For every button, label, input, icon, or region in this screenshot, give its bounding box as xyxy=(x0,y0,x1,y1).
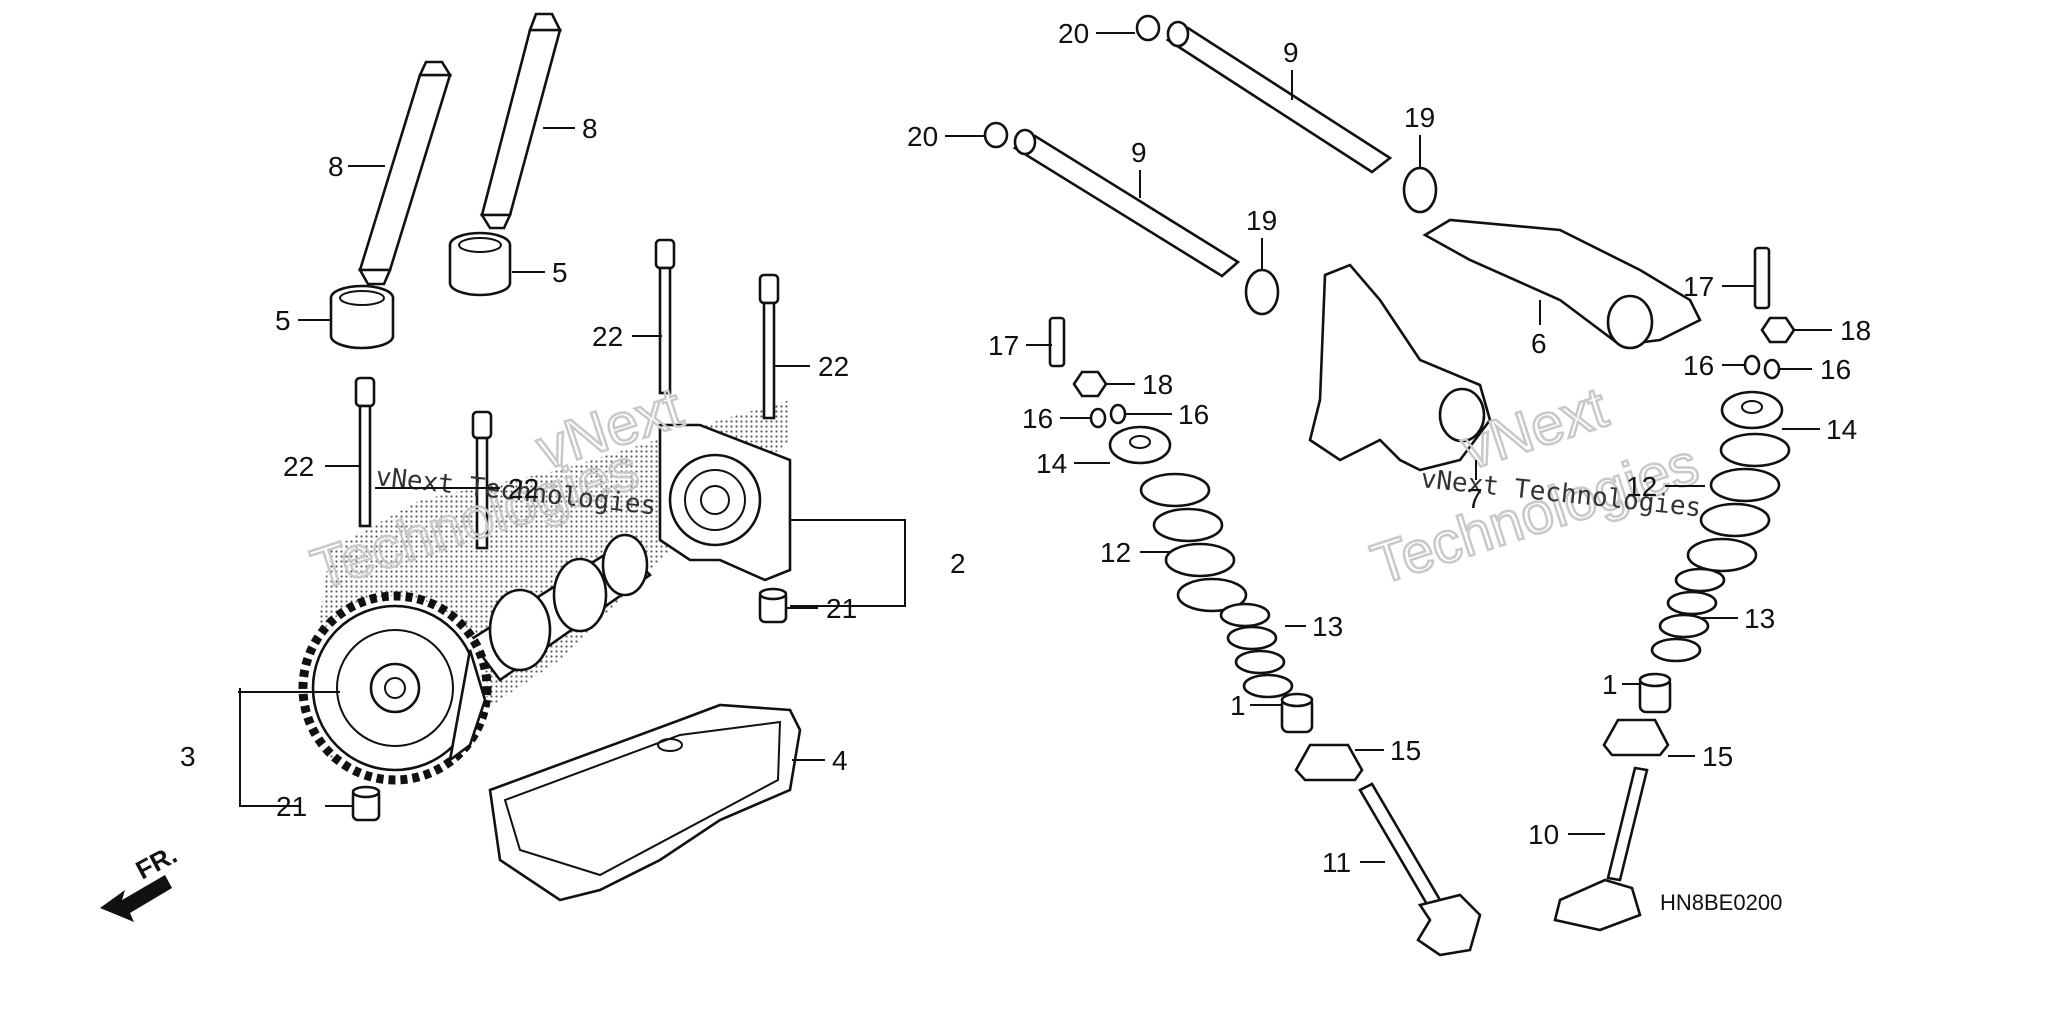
front-direction-label: FR. xyxy=(131,839,182,885)
bolt-b xyxy=(758,273,780,420)
callout-14-left: 14 xyxy=(1036,448,1067,479)
o-ring-lower xyxy=(1244,268,1280,316)
callout-16-left-b: 16 xyxy=(1178,399,1209,430)
callout-18-right: 18 xyxy=(1840,315,1871,346)
bolt-a xyxy=(654,238,676,395)
callout-1-left: 1 xyxy=(1230,690,1246,721)
callout-6: 6 xyxy=(1531,328,1547,359)
inner-spring-right xyxy=(1650,567,1726,663)
callout-20-upper: 20 xyxy=(1058,18,1089,49)
callout-9-lower: 9 xyxy=(1131,137,1147,168)
diagram-code: HN8BE0200 xyxy=(1660,890,1782,915)
rocker-arm-intake xyxy=(1308,263,1492,472)
callout-13-right: 13 xyxy=(1744,603,1775,634)
callout-22-d: 22 xyxy=(508,473,539,504)
spring-retainer-right xyxy=(1720,390,1784,430)
callout-17-left: 17 xyxy=(988,330,1019,361)
guide-collar-left xyxy=(329,284,395,350)
callout-21-upper: 21 xyxy=(826,593,857,624)
cotter-right-b xyxy=(1763,358,1781,380)
callout-15-right: 15 xyxy=(1702,741,1733,772)
callout-8-right: 8 xyxy=(582,113,598,144)
callout-13-left: 13 xyxy=(1312,611,1343,642)
callout-22-a: 22 xyxy=(592,321,623,352)
callout-12-left: 12 xyxy=(1100,537,1131,568)
intake-valve xyxy=(1553,766,1649,932)
callout-21-lower: 21 xyxy=(276,791,307,822)
outer-spring-left xyxy=(1139,472,1248,613)
callout-22-b: 22 xyxy=(818,351,849,382)
callout-15-left: 15 xyxy=(1390,735,1421,766)
outer-spring-right xyxy=(1686,432,1791,573)
stem-seal-left xyxy=(1280,692,1314,734)
leader-lines xyxy=(238,32,1832,863)
callout-14-right: 14 xyxy=(1826,414,1857,445)
callout-16-right-b: 16 xyxy=(1820,354,1851,385)
adjust-screw-left xyxy=(1048,316,1066,368)
inner-spring-left xyxy=(1219,602,1294,699)
bolt-c xyxy=(354,376,376,528)
front-direction-arrow xyxy=(100,875,172,922)
washer-upper xyxy=(1135,14,1161,42)
dowel-pin-upper xyxy=(758,587,788,624)
callout-16-left-a: 16 xyxy=(1022,403,1053,434)
callout-11: 11 xyxy=(1322,847,1351,878)
cotter-left-b xyxy=(1109,403,1127,425)
guide-collar-right xyxy=(448,231,512,297)
callout-20-lower: 20 xyxy=(907,121,938,152)
callout-3: 3 xyxy=(180,741,196,772)
camshaft-assembly-group xyxy=(100,12,802,922)
oil-tray xyxy=(488,703,802,902)
dowel-pin-lower xyxy=(351,785,381,822)
lock-nut-right xyxy=(1760,316,1796,344)
cotter-left-a xyxy=(1089,407,1107,429)
callout-7: 7 xyxy=(1467,483,1483,514)
callout-5-left: 5 xyxy=(275,305,291,336)
callout-17-right: 17 xyxy=(1683,271,1714,302)
callout-19-upper: 19 xyxy=(1404,102,1435,133)
callout-22-c: 22 xyxy=(283,451,314,482)
spring-seat-left xyxy=(1294,743,1364,782)
lock-nut-left xyxy=(1072,370,1108,398)
cotter-right-a xyxy=(1743,354,1761,376)
callout-labels: 8 8 5 5 22 22 22 22 2 21 3 21 4 20 20 9 … xyxy=(180,18,1871,878)
callout-18-left: 18 xyxy=(1142,369,1173,400)
spring-retainer-left xyxy=(1108,425,1172,465)
callout-10: 10 xyxy=(1528,819,1559,850)
rocker-shaft-lower xyxy=(1012,128,1241,278)
cam-sprocket xyxy=(298,591,492,785)
bolt-d xyxy=(471,410,493,550)
callout-5-right: 5 xyxy=(552,257,568,288)
callout-9-upper: 9 xyxy=(1283,37,1299,68)
callout-16-right-a: 16 xyxy=(1683,350,1714,381)
callout-2: 2 xyxy=(950,548,966,579)
callout-4: 4 xyxy=(832,745,848,776)
rocker-shaft-upper xyxy=(1165,20,1393,174)
pushrod-left xyxy=(357,60,453,286)
callout-8-left: 8 xyxy=(328,151,344,182)
washer-lower xyxy=(983,121,1009,149)
o-ring-upper xyxy=(1402,166,1438,214)
adjust-screw-right xyxy=(1753,246,1771,310)
rocker-arm-exhaust xyxy=(1422,218,1702,350)
spring-seat-right xyxy=(1602,718,1670,757)
exhaust-valve xyxy=(1358,782,1482,957)
pushrod-right xyxy=(479,12,563,230)
camshaft-holder xyxy=(658,423,792,582)
valve-train-group xyxy=(983,14,1796,957)
callout-1-right: 1 xyxy=(1602,669,1618,700)
callout-12-right: 12 xyxy=(1626,471,1657,502)
stem-seal-right xyxy=(1638,672,1672,714)
camshaft xyxy=(468,533,653,682)
callout-19-lower: 19 xyxy=(1246,205,1277,236)
